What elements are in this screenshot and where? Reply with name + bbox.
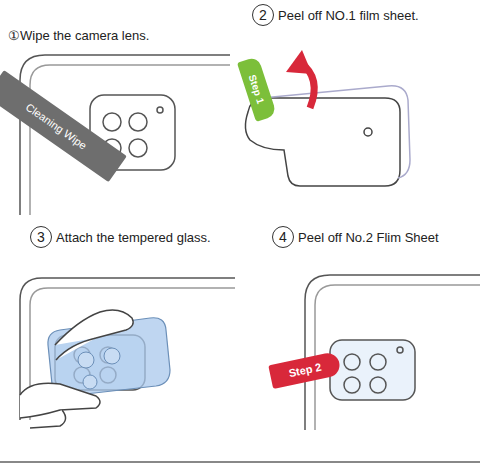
node-text: Step 1: [247, 73, 267, 105]
step-heading: Peel off NO.1 film sheet.: [278, 8, 419, 23]
step-heading: Peel off No.2 Flim Sheet: [298, 230, 439, 245]
step-number: 2: [252, 4, 274, 26]
step-number: 4: [272, 226, 294, 248]
step-heading: Attach the tempered glass.: [56, 230, 211, 245]
node-text: 3: [37, 229, 45, 245]
node-text: Cleaning Wipe: [24, 101, 89, 152]
film-tab: Step 1: [237, 56, 277, 122]
node-text: 2: [259, 7, 267, 23]
step-number: 3: [30, 226, 52, 248]
node-text: Step 2: [288, 361, 323, 380]
cleaning-wipe: Cleaning Wipe: [0, 70, 127, 182]
node-text: 4: [279, 229, 287, 245]
step-heading: ①Wipe the camera lens.: [8, 28, 149, 43]
